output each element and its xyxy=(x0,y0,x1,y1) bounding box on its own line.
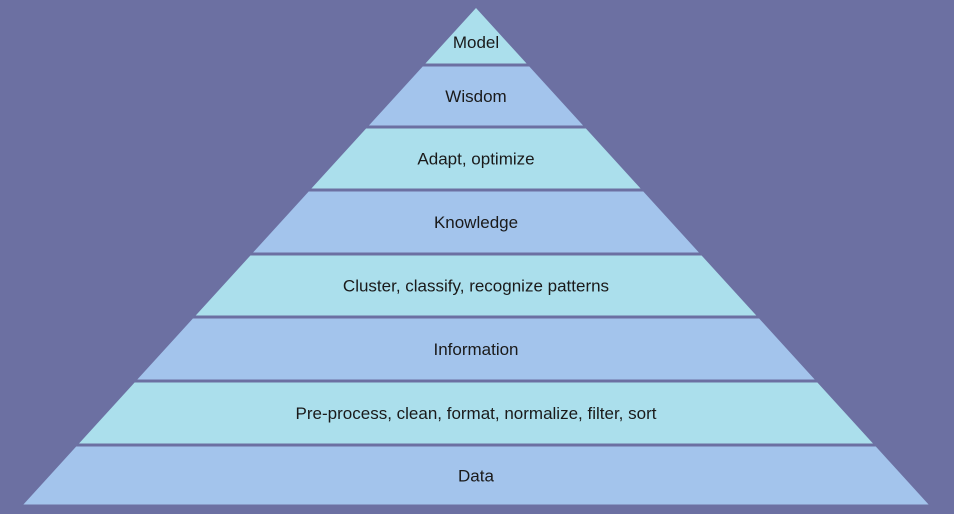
pyramid-tier-label: Data xyxy=(458,467,494,486)
pyramid-tier-label: Knowledge xyxy=(434,213,518,232)
pyramid-tier-label: Information xyxy=(433,340,518,359)
pyramid-tier-label: Adapt, optimize xyxy=(417,150,534,169)
pyramid-tier-label: Wisdom xyxy=(445,87,506,106)
pyramid-tier xyxy=(23,446,929,505)
pyramid-tier-label: Model xyxy=(453,33,499,52)
pyramid-tier xyxy=(368,66,584,126)
pyramid-tier-label: Pre-process, clean, format, normalize, f… xyxy=(296,404,657,423)
pyramid-tier xyxy=(311,128,641,189)
pyramid-tier-label: Cluster, classify, recognize patterns xyxy=(343,277,609,296)
pyramid-tier xyxy=(425,8,527,64)
pyramid-tier xyxy=(137,318,815,380)
pyramid-tier xyxy=(195,255,757,316)
pyramid-tier xyxy=(253,191,699,253)
pyramid-tier xyxy=(79,382,873,444)
